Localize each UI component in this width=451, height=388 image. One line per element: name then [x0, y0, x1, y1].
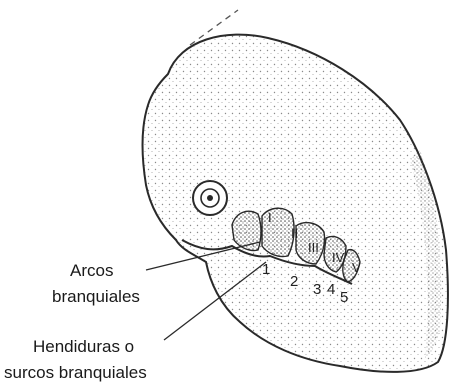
clefts-label-line2: surcos branquiales	[4, 363, 147, 382]
clefts-label-line1: Hendiduras o	[33, 337, 134, 356]
cleft-number-4: 4	[327, 281, 335, 298]
arch-numeral-5: V	[352, 260, 361, 275]
cleft-number-5: 5	[340, 289, 348, 306]
arch-numeral-1: I	[268, 210, 272, 225]
arches-label-line2: branquiales	[52, 287, 140, 306]
cleft-number-3: 3	[313, 281, 321, 298]
eye-structure	[193, 181, 227, 215]
arch-numeral-2: II	[291, 226, 298, 241]
cleft-number-2: 2	[290, 273, 298, 290]
arches-label-line1: Arcos	[70, 261, 113, 280]
arch-numeral-4: IV	[332, 250, 345, 265]
arch-numeral-3: III	[308, 240, 319, 255]
